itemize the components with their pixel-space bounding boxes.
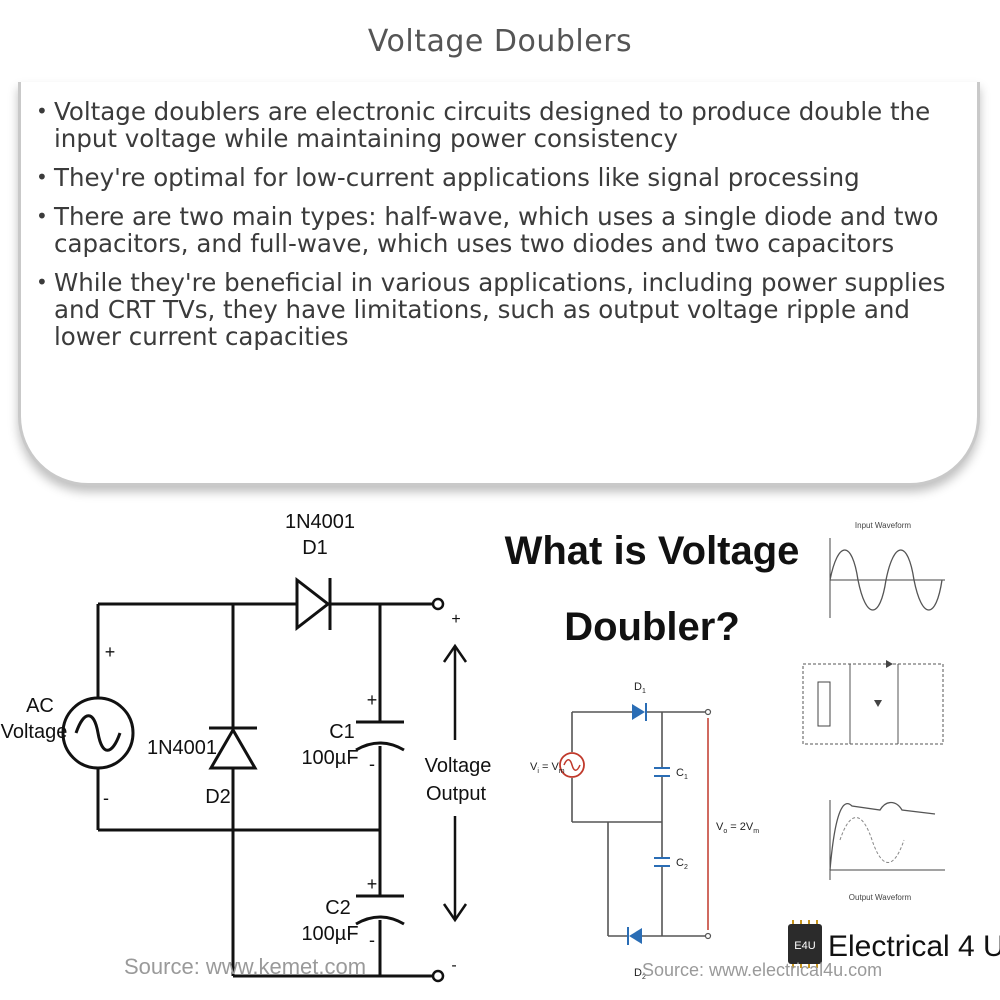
- small-capacitor-c1-icon: [654, 767, 670, 777]
- output-label-line2: Output: [426, 783, 486, 805]
- input-waveform-plot: Input Waveform: [829, 521, 945, 618]
- output-terminal-top: [431, 597, 445, 611]
- small-c2-label: C2: [676, 857, 688, 871]
- c2-minus: -: [369, 930, 375, 950]
- c1-value: 100µF: [301, 747, 358, 769]
- page-title: Voltage Doublers: [367, 24, 633, 59]
- c2-label: C2: [325, 897, 351, 919]
- half-wave-doubler-circuit: 1N4001 D1 AC Voltage + - 1N4001 D2 + C1 …: [1, 511, 492, 983]
- input-waveform-title: Input Waveform: [855, 521, 912, 530]
- right-source-credit: Source: www.electrical4u.com: [642, 960, 882, 980]
- capacitor-c2-icon: [355, 894, 405, 926]
- right-heading-line1: What is Voltage: [505, 529, 800, 573]
- small-d1-label: D1: [634, 681, 646, 695]
- c1-minus: -: [369, 754, 375, 774]
- c1-label: C1: [329, 721, 355, 743]
- voltage-doubler-explainer: What is Voltage Doubler? D1 D2 C1: [505, 521, 1000, 981]
- small-capacitor-c2-icon: [654, 857, 670, 867]
- d1-label: D1: [302, 537, 328, 559]
- c2-plus: +: [367, 874, 378, 894]
- output-minus: -: [451, 957, 456, 974]
- output-waveform-plot: Output Waveform: [829, 800, 945, 902]
- ac-label-line2: Voltage: [1, 721, 68, 743]
- diode-d2-icon: [208, 726, 258, 770]
- output-waveform-title: Output Waveform: [849, 893, 912, 902]
- diode-d1-icon: [295, 576, 332, 632]
- vo-label: Vo = 2Vm: [716, 821, 759, 835]
- right-heading-line2: Doubler?: [564, 605, 740, 649]
- output-plus: +: [451, 611, 460, 628]
- left-source-credit: Source: www.kemet.com: [124, 954, 366, 979]
- bullet-item: They're optimal for low-current applicat…: [30, 164, 960, 191]
- d1-part-label: 1N4001: [285, 511, 355, 533]
- output-terminal-bottom: [431, 969, 445, 983]
- full-wave-schematic: [802, 660, 944, 745]
- logo-badge: E4U: [794, 940, 815, 952]
- ac-label-line1: AC: [26, 695, 54, 717]
- bullet-list: Voltage doublers are electronic circuits…: [30, 98, 960, 362]
- output-arrow-icon: [442, 643, 468, 923]
- source-minus: -: [103, 788, 109, 808]
- output-label-line1: Voltage: [425, 755, 492, 777]
- d2-label: D2: [205, 786, 231, 808]
- bullet-item: Voltage doublers are electronic circuits…: [30, 98, 960, 152]
- ac-source-icon: [61, 696, 135, 770]
- electrical4u-logo: E4U Electrical 4 U: [788, 920, 1000, 968]
- c2-value: 100µF: [301, 923, 358, 945]
- bullet-item: There are two main types: half-wave, whi…: [30, 203, 960, 257]
- logo-text: Electrical 4 U: [828, 930, 1000, 963]
- vi-label: Vi = Vm: [530, 761, 565, 775]
- capacitor-c1-icon: [355, 720, 405, 752]
- small-diode-d1-icon: [632, 703, 647, 721]
- small-c1-label: C1: [676, 767, 688, 781]
- small-diode-d2-icon: [627, 927, 642, 945]
- c1-plus: +: [367, 690, 378, 710]
- d2-part-label: 1N4001: [147, 737, 217, 759]
- source-plus: +: [105, 642, 116, 662]
- bullet-item: While they're beneficial in various appl…: [30, 269, 960, 350]
- small-d2-label: D2: [634, 967, 646, 981]
- chip-icon: [788, 924, 822, 964]
